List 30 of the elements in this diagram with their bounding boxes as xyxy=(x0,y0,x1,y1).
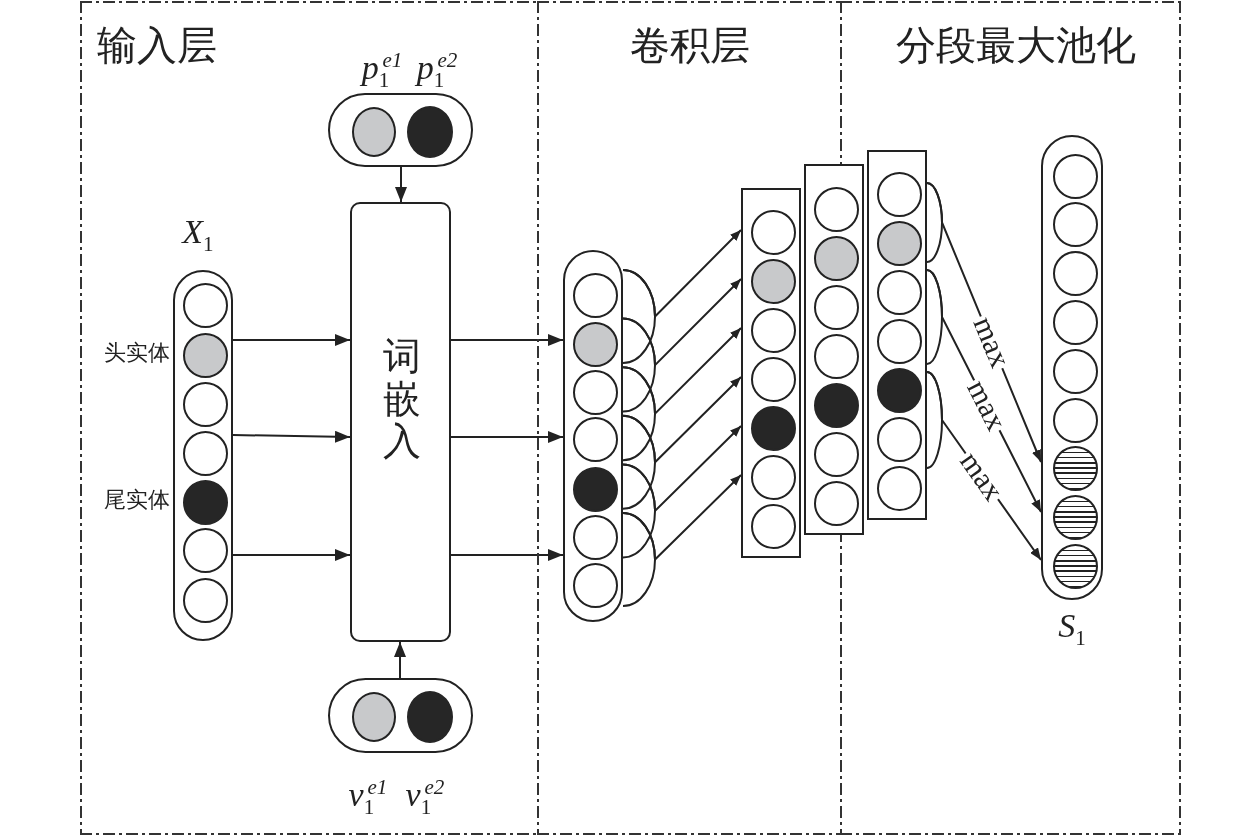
arrow xyxy=(450,549,564,561)
feature-map xyxy=(804,164,864,535)
layer-panel xyxy=(840,1,1181,835)
arrow xyxy=(232,430,351,443)
vector-label: X$_{1}$ xyxy=(182,215,214,249)
entity-label: 头实体 xyxy=(104,340,170,366)
arrow xyxy=(450,431,564,443)
layer-panel xyxy=(537,1,842,835)
vector-label: S$_{1}$ xyxy=(1058,609,1086,643)
layer-panel xyxy=(80,1,539,835)
feature-map xyxy=(741,188,801,558)
arrow xyxy=(622,327,742,415)
arrow xyxy=(622,229,742,318)
arrow xyxy=(450,334,564,346)
arrow xyxy=(232,549,351,561)
arrow xyxy=(232,334,351,346)
entity-label: 尾实体 xyxy=(104,487,170,513)
layer-title: 卷积层 xyxy=(630,24,750,68)
arrow xyxy=(622,474,742,561)
layer-title: 输入层 xyxy=(97,24,217,68)
process-box xyxy=(350,202,451,642)
layer-title: 分段最大池化 xyxy=(896,24,1136,68)
arrow xyxy=(395,166,407,203)
arrow xyxy=(394,641,406,679)
arrow xyxy=(622,425,742,512)
feature-map xyxy=(867,150,927,520)
vector-capsule xyxy=(563,250,623,622)
arrow xyxy=(622,278,742,367)
arrow xyxy=(622,376,742,464)
node-label: 词嵌入 xyxy=(382,335,422,463)
